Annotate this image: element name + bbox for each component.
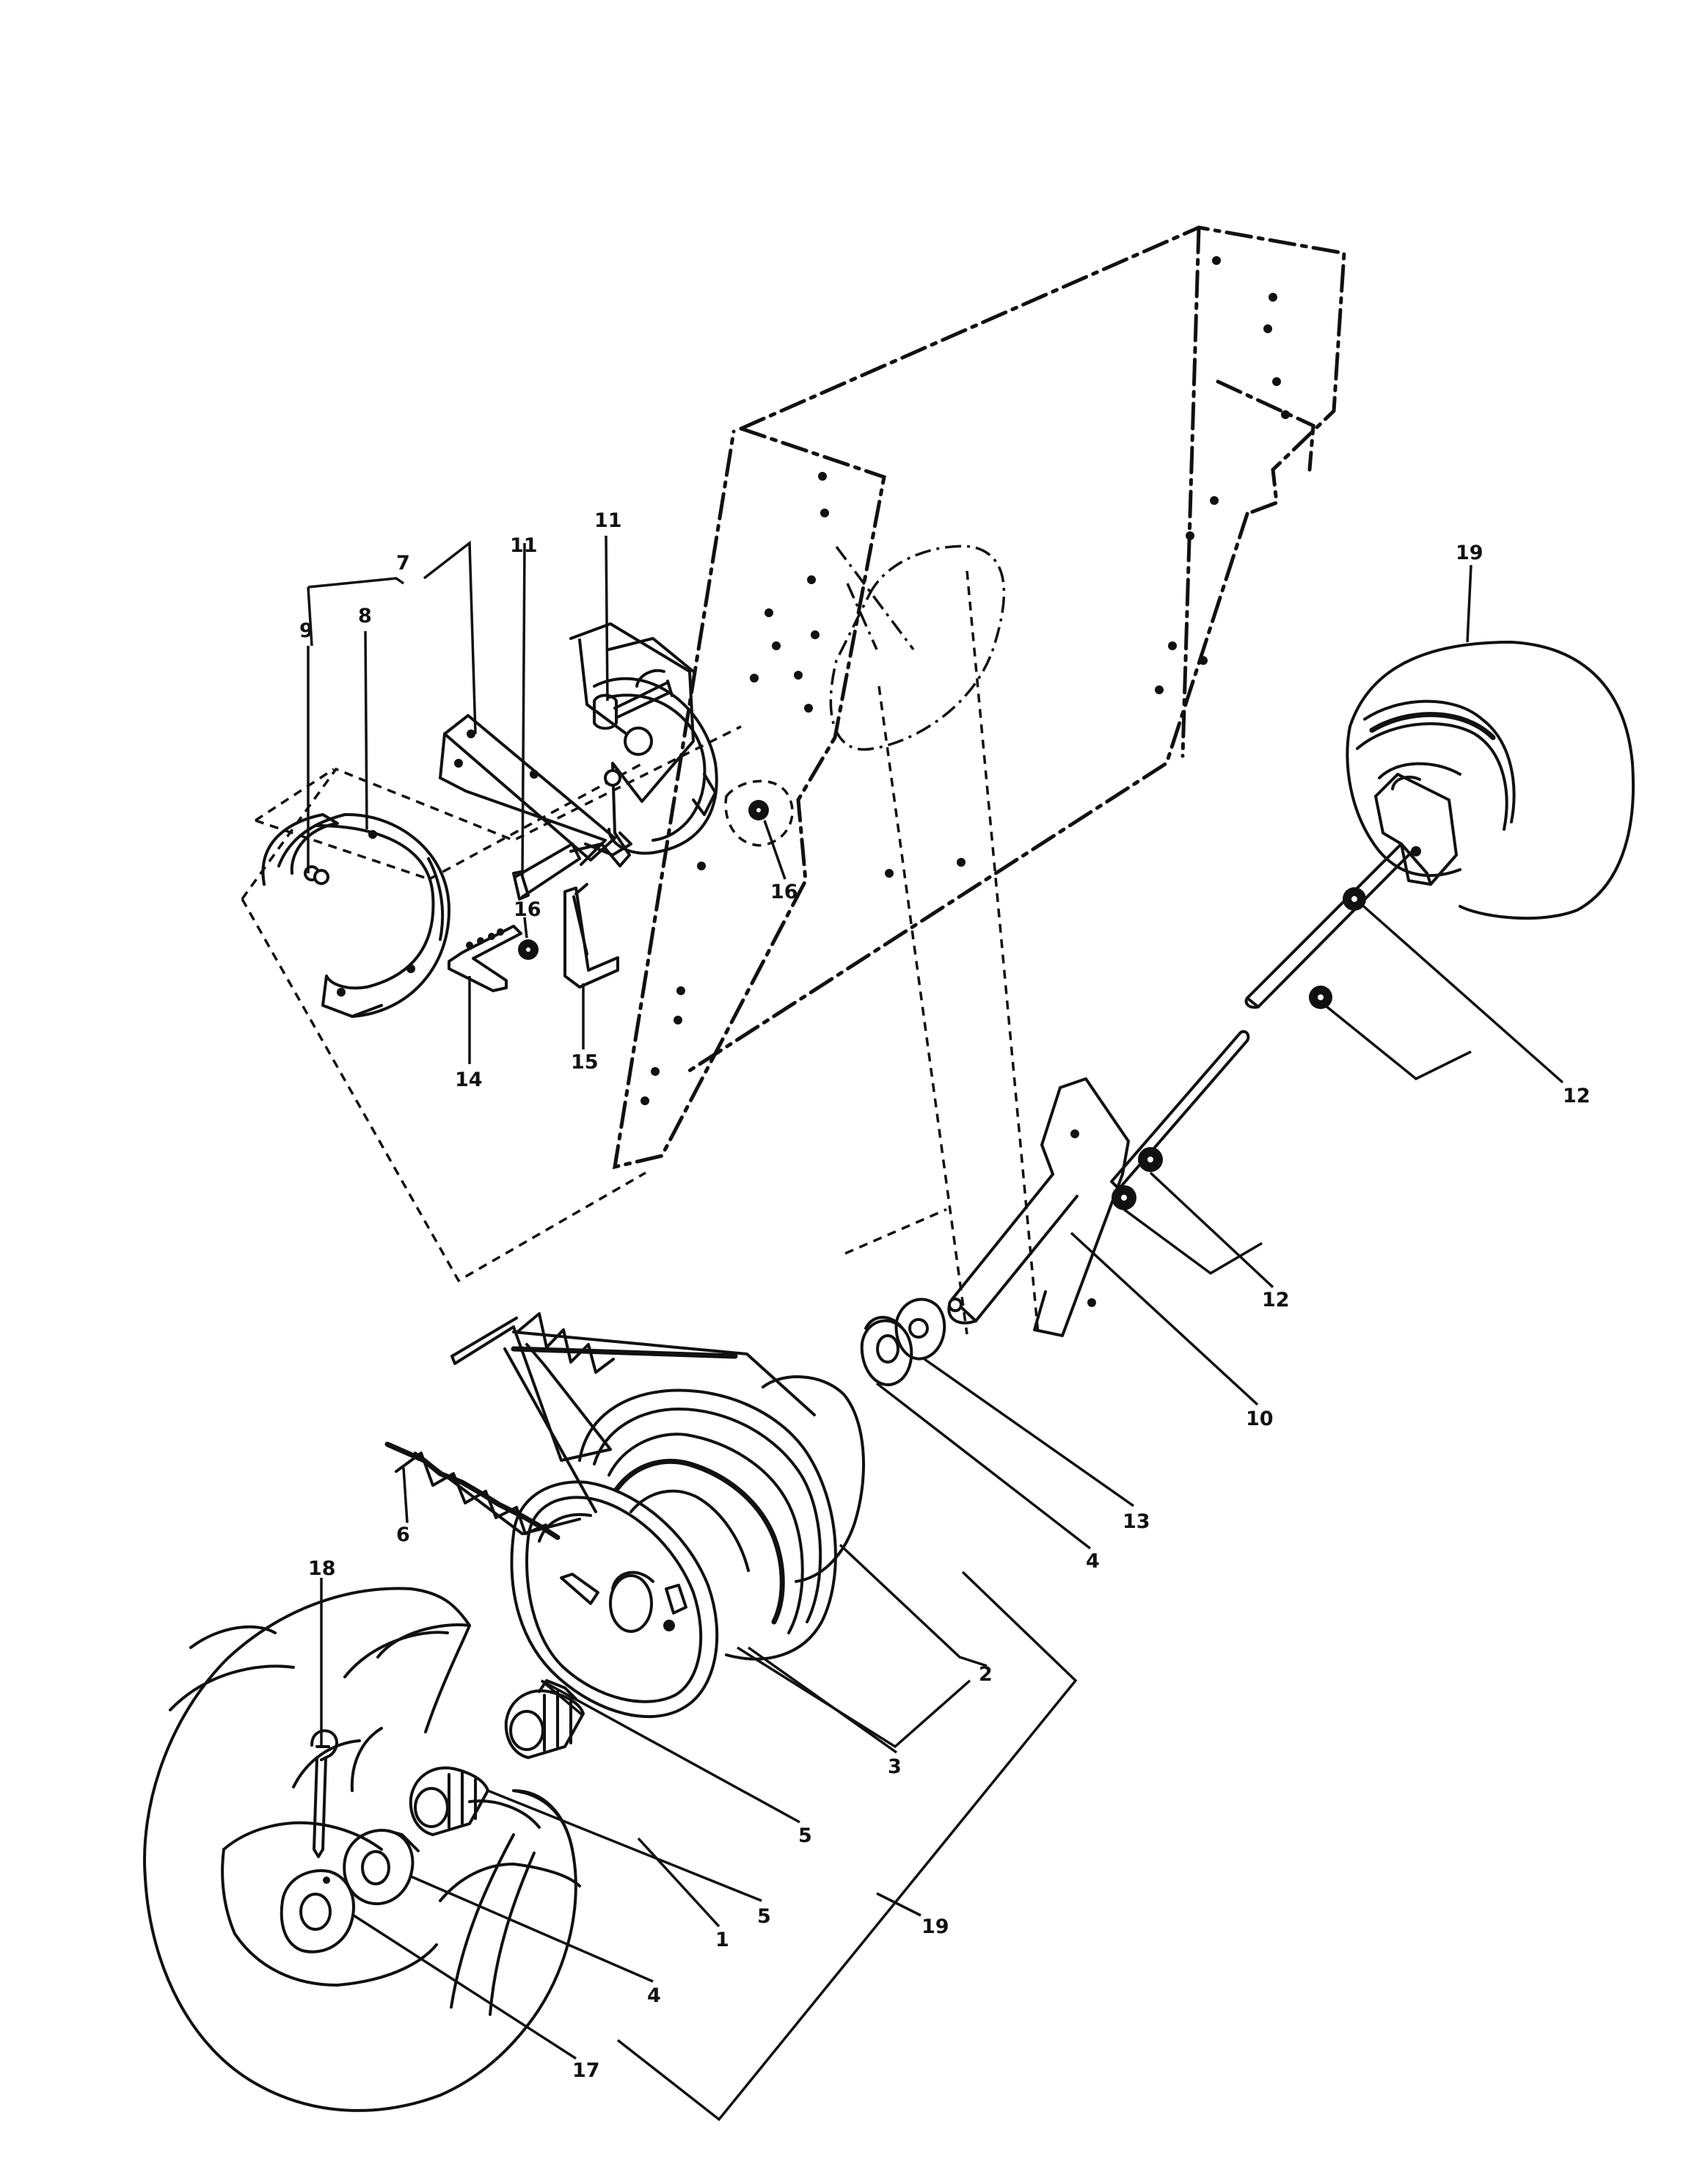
callout-5-upper: 5: [798, 1824, 812, 1847]
bearing-5-upper: [504, 1679, 585, 1759]
callout-8: 8: [358, 605, 372, 627]
pin-14: [448, 925, 539, 992]
callout-6: 6: [396, 1524, 410, 1546]
callout-14: 14: [455, 1069, 483, 1091]
callout-18: 18: [308, 1557, 336, 1580]
bearing-5-lower: [409, 1766, 489, 1836]
callout-4-upper: 4: [1086, 1550, 1100, 1573]
callout-19-top: 19: [1456, 542, 1483, 564]
tire-1: [143, 1587, 581, 2112]
callout-13: 13: [1123, 1510, 1150, 1533]
callout-16-right: 16: [770, 881, 798, 903]
callout-1: 1: [715, 1929, 729, 1951]
callout-11-right: 11: [594, 509, 622, 532]
callout-2: 2: [979, 1663, 993, 1686]
callout-12-lower: 12: [1262, 1289, 1290, 1311]
cotter-pin-18: [310, 1729, 338, 1858]
callout-12-upper: 12: [1563, 1085, 1591, 1107]
callouts: 7 9 8 11 11 16 16 14 15 19 12 12 10 13 4…: [299, 509, 1591, 2082]
callout-9: 9: [299, 619, 313, 642]
chain-6: [384, 1317, 612, 1540]
callout-5-lower: 5: [757, 1905, 771, 1928]
axle-10: [947, 1030, 1250, 1337]
assembly-hidden-lines: [241, 570, 1040, 1335]
callout-17: 17: [572, 2059, 600, 2082]
bearing-4-upper: [860, 1316, 913, 1386]
callout-11-left: 11: [510, 534, 538, 557]
bearing-4-lower: [343, 1829, 420, 1906]
callout-4-lower: 4: [647, 1984, 661, 2007]
callout-10: 10: [1246, 1408, 1274, 1430]
brake-bracket: [439, 622, 794, 900]
callout-15: 15: [571, 1051, 599, 1074]
callout-19-bottom: 19: [921, 1915, 949, 1938]
right-wheel-assembly: [1244, 641, 1635, 1009]
hub-spacer-17: [280, 1869, 355, 1954]
bracket-15: [563, 883, 619, 989]
brake-band-assembly: [261, 812, 450, 1018]
chain-upper: [511, 1312, 816, 1416]
hub-rim: [510, 1375, 865, 1719]
leader-lines: [307, 535, 1564, 2122]
spacer-13: [894, 1297, 946, 1361]
frame-phantom: [612, 225, 1346, 1170]
callout-3: 3: [888, 1755, 902, 1778]
callout-16-left: 16: [514, 898, 541, 921]
callout-7: 7: [396, 552, 410, 575]
